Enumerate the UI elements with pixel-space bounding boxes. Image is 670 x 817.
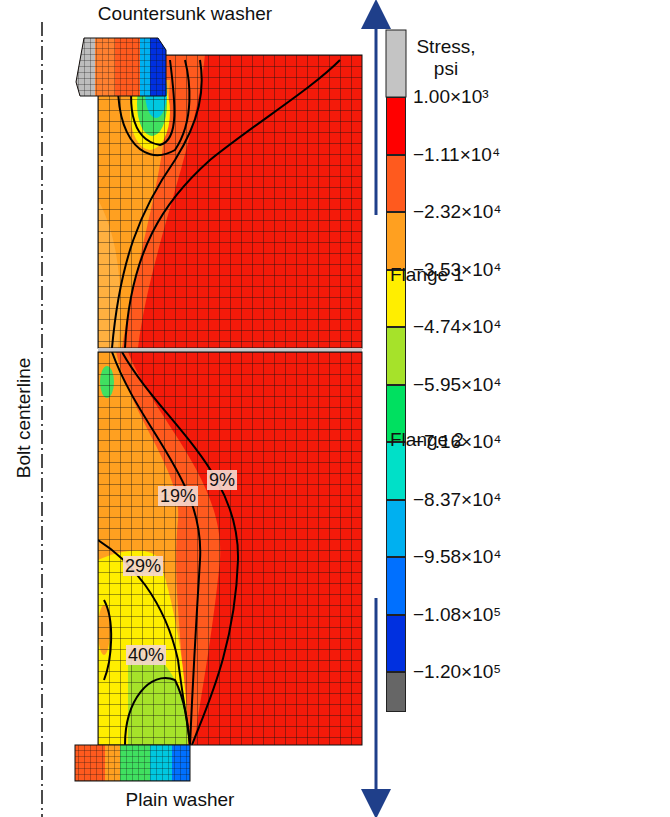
legend-title: Stress, psi bbox=[411, 36, 481, 80]
part-name: Plain washer bbox=[126, 789, 235, 811]
plain-washer bbox=[75, 745, 190, 781]
legend-swatch bbox=[386, 155, 406, 213]
legend-swatch bbox=[386, 442, 406, 500]
legend-swatch bbox=[386, 557, 406, 615]
legend-swatch bbox=[386, 672, 406, 712]
percent-label: 40% bbox=[126, 645, 166, 666]
percent-label: 29% bbox=[123, 556, 163, 577]
legend-swatch bbox=[386, 30, 406, 97]
flange-1-field bbox=[98, 55, 362, 348]
legend-value: −9.58×10⁴ bbox=[413, 546, 501, 568]
load-arrow bbox=[375, 14, 378, 215]
countersunk-washer bbox=[70, 30, 170, 100]
legend-value: −3.53×10⁴ bbox=[413, 259, 501, 281]
legend-swatch bbox=[386, 500, 406, 558]
load-arrow bbox=[375, 598, 378, 804]
legend-value: −5.95×10⁴ bbox=[413, 374, 501, 396]
legend-value: −1.20×10⁵ bbox=[413, 661, 501, 683]
percent-label: 9% bbox=[207, 470, 237, 491]
legend-value: 1.00×10³ bbox=[413, 86, 489, 108]
flange-2-field bbox=[98, 352, 362, 745]
legend-swatch bbox=[386, 615, 406, 673]
legend-value: −2.32×10⁴ bbox=[413, 201, 501, 223]
axis-name: Bolt centerline bbox=[13, 358, 35, 478]
legend-value: −1.11×10⁴ bbox=[413, 144, 500, 166]
centerline bbox=[41, 22, 43, 817]
legend-value: −4.74×10⁴ bbox=[413, 316, 501, 338]
legend-swatch bbox=[386, 97, 406, 155]
part-name: Countersunk washer bbox=[98, 3, 272, 25]
percent-label: 19% bbox=[158, 486, 198, 507]
legend-value: −8.37×10⁴ bbox=[413, 489, 501, 511]
legend-swatch bbox=[386, 327, 406, 385]
legend-value: −7.16×10⁴ bbox=[413, 431, 501, 453]
legend-value: −1.08×10⁵ bbox=[413, 604, 501, 626]
legend-swatch bbox=[386, 212, 406, 270]
